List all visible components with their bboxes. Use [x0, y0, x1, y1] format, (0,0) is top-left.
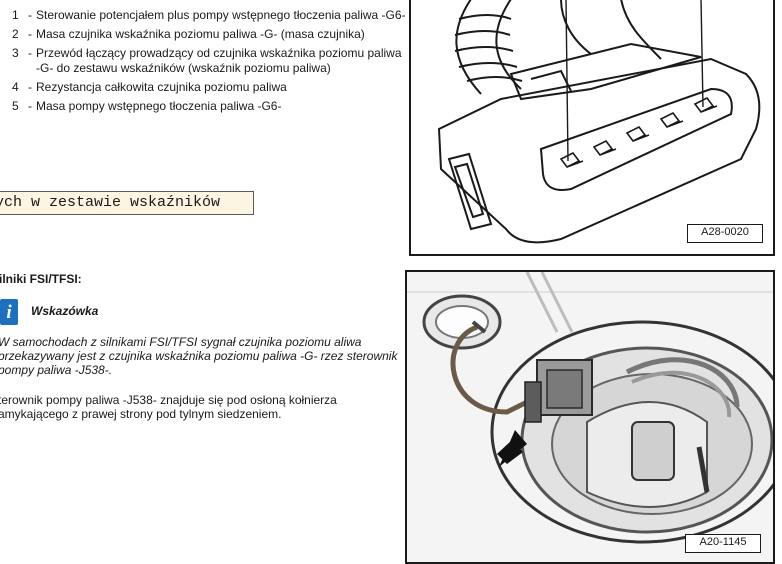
fuel-pump-photo — [407, 272, 773, 562]
connector-illustration — [437, 0, 761, 244]
legend-number: 3 — [12, 46, 19, 60]
legend-dash: - — [28, 46, 32, 60]
figure-label: A20-1145 — [685, 534, 761, 553]
legend-number: 2 — [12, 27, 19, 41]
legend-item: 1 - Sterowanie potencjałem plus pompy ws… — [0, 8, 410, 23]
fuel-pump-figure: A20-1145 — [405, 270, 775, 564]
legend-item: 3 - Przewód łączący prowadzący od czujni… — [0, 46, 410, 76]
legend-text: Przewód łączący prowadzący od czujnika w… — [36, 46, 402, 75]
legend-item: 5 - Masa pompy wstępnego tłoczenia paliw… — [0, 99, 410, 114]
legend-text: Sterowanie potencjałem plus pompy wstępn… — [36, 8, 406, 22]
legend-item: 4 - Rezystancja całkowita czujnika pozio… — [0, 80, 410, 95]
info-icon: i — [0, 299, 18, 325]
info-icon-glyph: i — [6, 302, 12, 323]
cross-reference-link[interactable]: ych w zestawie wskaźników — [0, 191, 254, 215]
legend-number: 1 — [12, 8, 19, 22]
section-heading: ilniki FSI/TFSI: — [0, 272, 82, 286]
legend-text: Rezystancja całkowita czujnika poziomu p… — [36, 80, 287, 94]
legend-number: 4 — [12, 80, 19, 94]
body-paragraph: terownik pompy paliwa -J538- znajduje si… — [0, 393, 337, 421]
legend-text: Masa czujnika wskaźnika poziomu paliwa -… — [36, 27, 365, 41]
legend-text: Masa pompy wstępnego tłoczenia paliwa -G… — [36, 99, 282, 113]
legend-number: 5 — [12, 99, 19, 113]
pin-legend: 1 - Sterowanie potencjałem plus pompy ws… — [0, 8, 410, 118]
figure-label: A28-0020 — [687, 224, 763, 243]
legend-dash: - — [28, 80, 32, 94]
connector-figure: A28-0020 — [409, 0, 775, 256]
note-paragraph: W samochodach z silnikami FSI/TFSI sygna… — [0, 335, 398, 377]
note-title: Wskazówka — [31, 304, 99, 318]
legend-dash: - — [28, 8, 32, 22]
legend-dash: - — [28, 27, 32, 41]
legend-dash: - — [28, 99, 32, 113]
legend-item: 2 - Masa czujnika wskaźnika poziomu pali… — [0, 27, 410, 42]
